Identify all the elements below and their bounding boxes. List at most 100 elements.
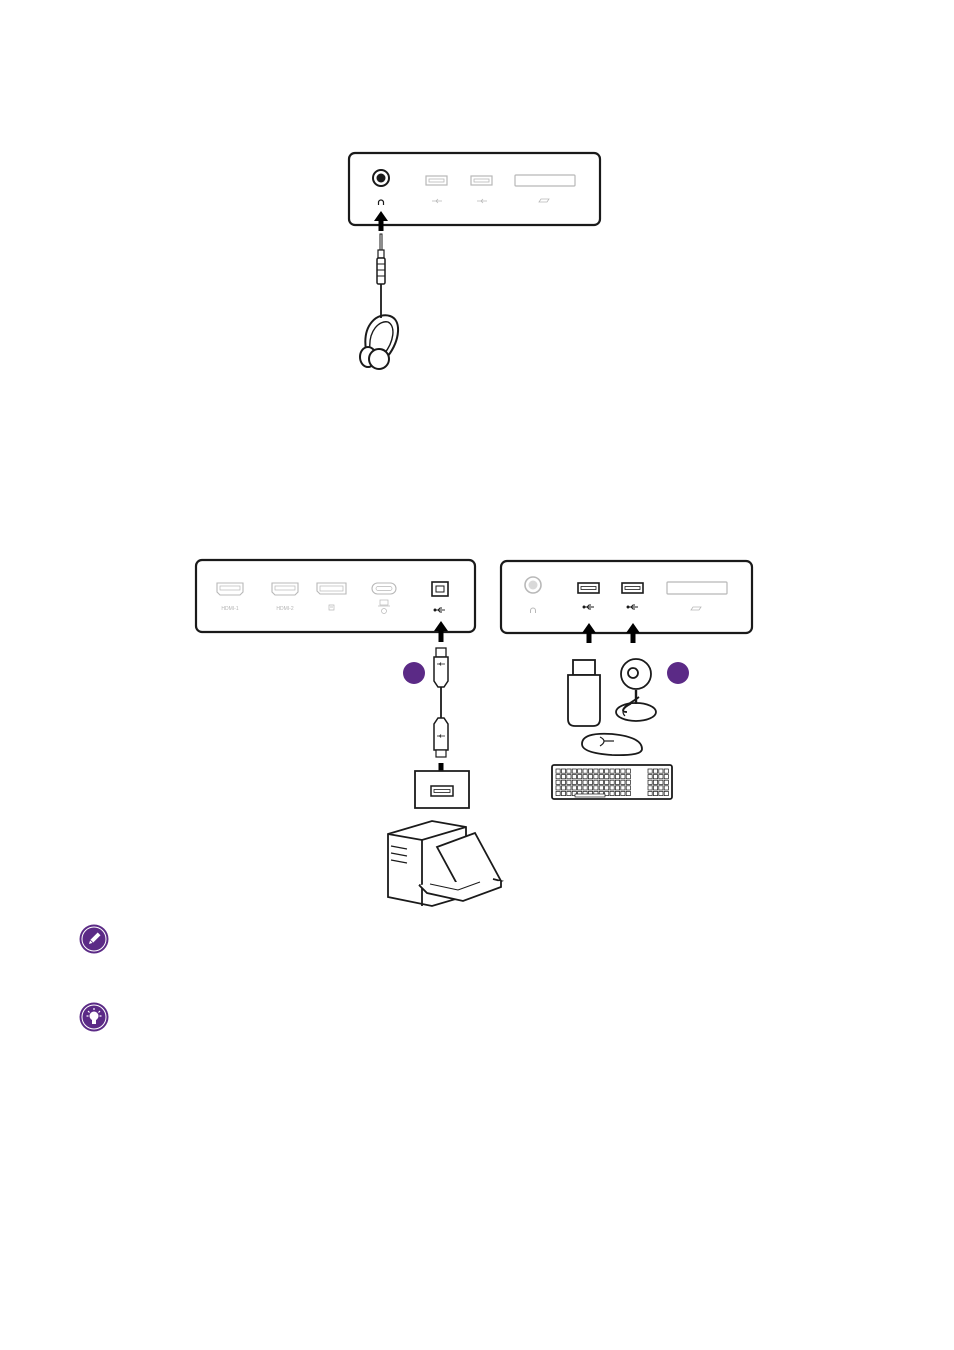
- pencil-icon: [79, 924, 109, 954]
- keyboard-key: [561, 786, 565, 790]
- keyboard-key: [610, 780, 614, 784]
- keyboard-key: [594, 775, 598, 779]
- keyboard-key: [659, 780, 663, 784]
- keyboard-key: [588, 769, 592, 773]
- keyboard-key: [567, 775, 571, 779]
- keyboard-key: [561, 791, 565, 795]
- keyboard-key: [648, 786, 652, 790]
- usb-b-upstream-port: [432, 582, 448, 596]
- keyboard-key: [648, 775, 652, 779]
- keyboard-key: [605, 775, 609, 779]
- keyboard-key: [621, 780, 625, 784]
- keyboard-key: [648, 791, 652, 795]
- keyboard-key: [664, 769, 668, 773]
- keyboard-key: [572, 786, 576, 790]
- hdmi-1-label: HDMI-1: [221, 606, 238, 612]
- keyboard-key: [588, 775, 592, 779]
- keyboard-key: [575, 794, 605, 797]
- keyboard-key: [583, 786, 587, 790]
- keyboard-key: [583, 780, 587, 784]
- usb-a-plug: [434, 718, 448, 757]
- keyboard-key: [626, 791, 630, 795]
- keyboard-key: [572, 775, 576, 779]
- keyboard-key: [594, 786, 598, 790]
- keyboard-key: [588, 780, 592, 784]
- keyboard-key: [653, 775, 657, 779]
- keyboard-key: [659, 775, 663, 779]
- keyboard-key: [583, 775, 587, 779]
- keyboard-key: [599, 786, 603, 790]
- keyboard-key: [626, 780, 630, 784]
- keyboard-key: [621, 775, 625, 779]
- keyboard-key: [578, 786, 582, 790]
- keyboard-key: [556, 775, 560, 779]
- keyboard-key: [556, 786, 560, 790]
- keyboard-key: [648, 780, 652, 784]
- keyboard-key: [556, 780, 560, 784]
- keyboard-key: [653, 791, 657, 795]
- keyboard-key: [578, 775, 582, 779]
- keyboard-key: [653, 780, 657, 784]
- keyboard-key: [556, 769, 560, 773]
- keyboard-key: [664, 786, 668, 790]
- keyboard-key: [583, 769, 587, 773]
- keyboard-key: [610, 791, 614, 795]
- displayport-port: [317, 583, 346, 594]
- lightbulb-icon: [79, 1002, 109, 1032]
- keyboard-key: [588, 786, 592, 790]
- keyboard-key: [567, 780, 571, 784]
- keyboard-key: [610, 769, 614, 773]
- keyboard-key: [594, 780, 598, 784]
- keyboard-key: [664, 775, 668, 779]
- usb-c-port: [372, 583, 396, 594]
- keyboard-key: [605, 769, 609, 773]
- keyboard-key: [567, 786, 571, 790]
- keyboard-key: [653, 786, 657, 790]
- keyboard-key: [659, 786, 663, 790]
- keyboard-key: [659, 791, 663, 795]
- keyboard-key: [615, 775, 619, 779]
- keyboard-key: [615, 769, 619, 773]
- mouse-icon: [582, 734, 642, 755]
- keyboard-key: [567, 791, 571, 795]
- keyboard-key: [599, 769, 603, 773]
- step-badge-1: [403, 662, 425, 684]
- keyboard-key: [664, 780, 668, 784]
- keyboard-key: [653, 769, 657, 773]
- keyboard-key: [561, 780, 565, 784]
- keyboard-key: [605, 786, 609, 790]
- keyboard-key: [648, 769, 652, 773]
- step-badge-2: [667, 662, 689, 684]
- usb-flash-drive-icon: [568, 660, 600, 726]
- usb-b-plug: [434, 648, 448, 687]
- note-icon: [79, 924, 109, 954]
- keyboard-key: [610, 786, 614, 790]
- headphone-jack-port: [525, 577, 541, 593]
- keyboard-key: [615, 780, 619, 784]
- keyboard-key: [561, 769, 565, 773]
- tip-icon: [79, 1002, 109, 1032]
- keyboard-key: [572, 780, 576, 784]
- usb-a-port-1: [578, 583, 599, 593]
- keyboard-key: [621, 786, 625, 790]
- keyboard-key: [556, 791, 560, 795]
- keyboard-key: [594, 769, 598, 773]
- hdmi-port-1: [217, 583, 243, 595]
- hdmi-port-2: [272, 583, 298, 595]
- keyboard-key: [605, 780, 609, 784]
- keyboard-key: [659, 769, 663, 773]
- hdmi-2-label: HDMI-2: [276, 606, 293, 612]
- keyboard-key: [621, 791, 625, 795]
- keyboard-key: [572, 769, 576, 773]
- keyboard-key: [599, 775, 603, 779]
- card-slot: [667, 582, 727, 594]
- keyboard-key: [615, 791, 619, 795]
- monitor-port-panel-side: [501, 561, 752, 633]
- keyboard-key: [621, 769, 625, 773]
- keyboard-key: [578, 769, 582, 773]
- keyboard-key: [561, 775, 565, 779]
- computer-usb-port: [415, 771, 469, 808]
- keyboard-key: [664, 791, 668, 795]
- keyboard-icon: [552, 765, 672, 799]
